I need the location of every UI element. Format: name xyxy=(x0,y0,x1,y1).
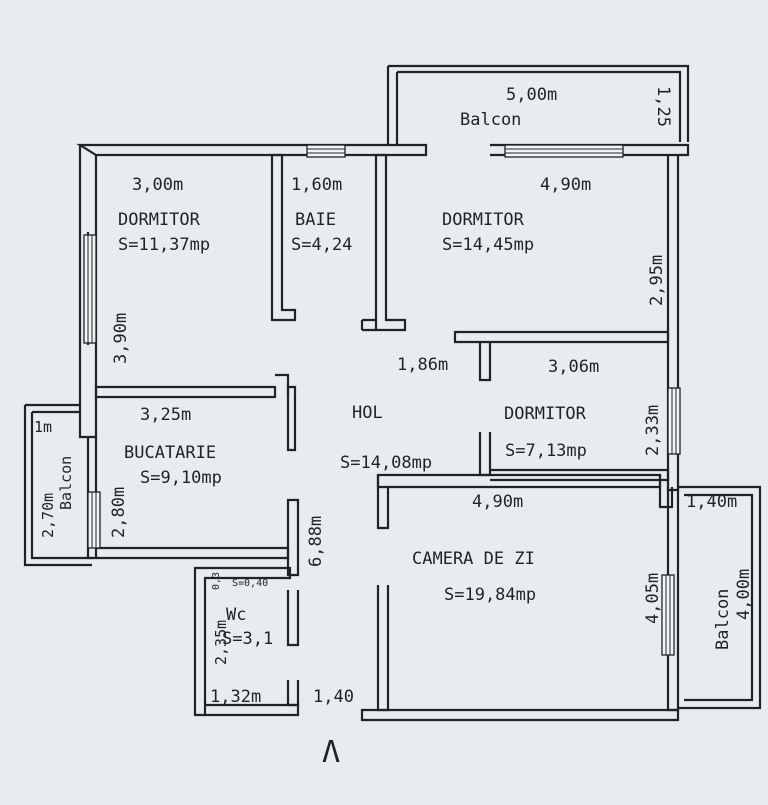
balcon-right-width: 1,40m xyxy=(686,492,737,512)
balcon-left-height: 2,70m xyxy=(39,493,57,538)
balcon-top-name: Balcon xyxy=(460,110,521,130)
balcon-top-depth: 1,25 xyxy=(653,86,673,127)
wc-area: S=3,1 xyxy=(222,629,273,649)
hol-area: S=14,08mp xyxy=(340,453,432,473)
dormitor-3-name: DORMITOR xyxy=(504,404,587,424)
dormitor-2-name: DORMITOR xyxy=(442,210,525,230)
camera-de-zi-width: 4,90m xyxy=(472,492,523,512)
entrance-width: 1,40 xyxy=(313,687,354,707)
dormitor-2-width: 4,90m xyxy=(540,175,591,195)
balcon-left-width: 1m xyxy=(34,418,52,436)
balcon-top-width: 5,00m xyxy=(506,85,557,105)
bucatarie-name: BUCATARIE xyxy=(124,443,216,463)
dormitor-1-name: DORMITOR xyxy=(118,210,201,230)
dormitor-3-width: 3,06m xyxy=(548,357,599,377)
dormitor-1-area: S=11,37mp xyxy=(118,235,210,255)
entrance-arrow-icon: Λ xyxy=(322,735,340,770)
wc-note-b: S=0,40 xyxy=(232,578,268,589)
wc-width: 1,32m xyxy=(210,687,261,707)
balcon-right-height: 4,00m xyxy=(734,569,754,620)
dormitor-1-height: 3,90m xyxy=(111,313,131,364)
dormitor-3-height: 2,33m xyxy=(643,405,663,456)
dormitor-3-area: S=7,13mp xyxy=(505,441,587,461)
camera-de-zi-name: CAMERA DE ZI xyxy=(412,549,535,569)
balcon-left-name: Balcon xyxy=(57,456,75,510)
bucatarie-area: S=9,10mp xyxy=(140,468,222,488)
wc-height: 2,35m xyxy=(212,620,230,665)
bucatarie-width: 3,25m xyxy=(140,405,191,425)
baie-name: BAIE xyxy=(295,210,336,230)
hol-name: HOL xyxy=(352,403,383,423)
wc-name: Wc xyxy=(226,605,246,625)
windows xyxy=(83,144,681,656)
baie-width: 1,60m xyxy=(291,175,342,195)
wc-note-a: 0,3 xyxy=(211,572,222,590)
dormitor-2-height: 2,95m xyxy=(647,255,667,306)
baie-area: S=4,24 xyxy=(291,235,352,255)
hol-length: 6,88m xyxy=(306,516,326,567)
bucatarie-height: 2,80m xyxy=(109,487,129,538)
hol-width: 1,86m xyxy=(397,355,448,375)
dormitor-2-area: S=14,45mp xyxy=(442,235,534,255)
balcon-right-name: Balcon xyxy=(713,589,733,650)
dormitor-1-width: 3,00m xyxy=(132,175,183,195)
camera-de-zi-area: S=19,84mp xyxy=(444,585,536,605)
camera-de-zi-height: 4,05m xyxy=(643,573,663,624)
